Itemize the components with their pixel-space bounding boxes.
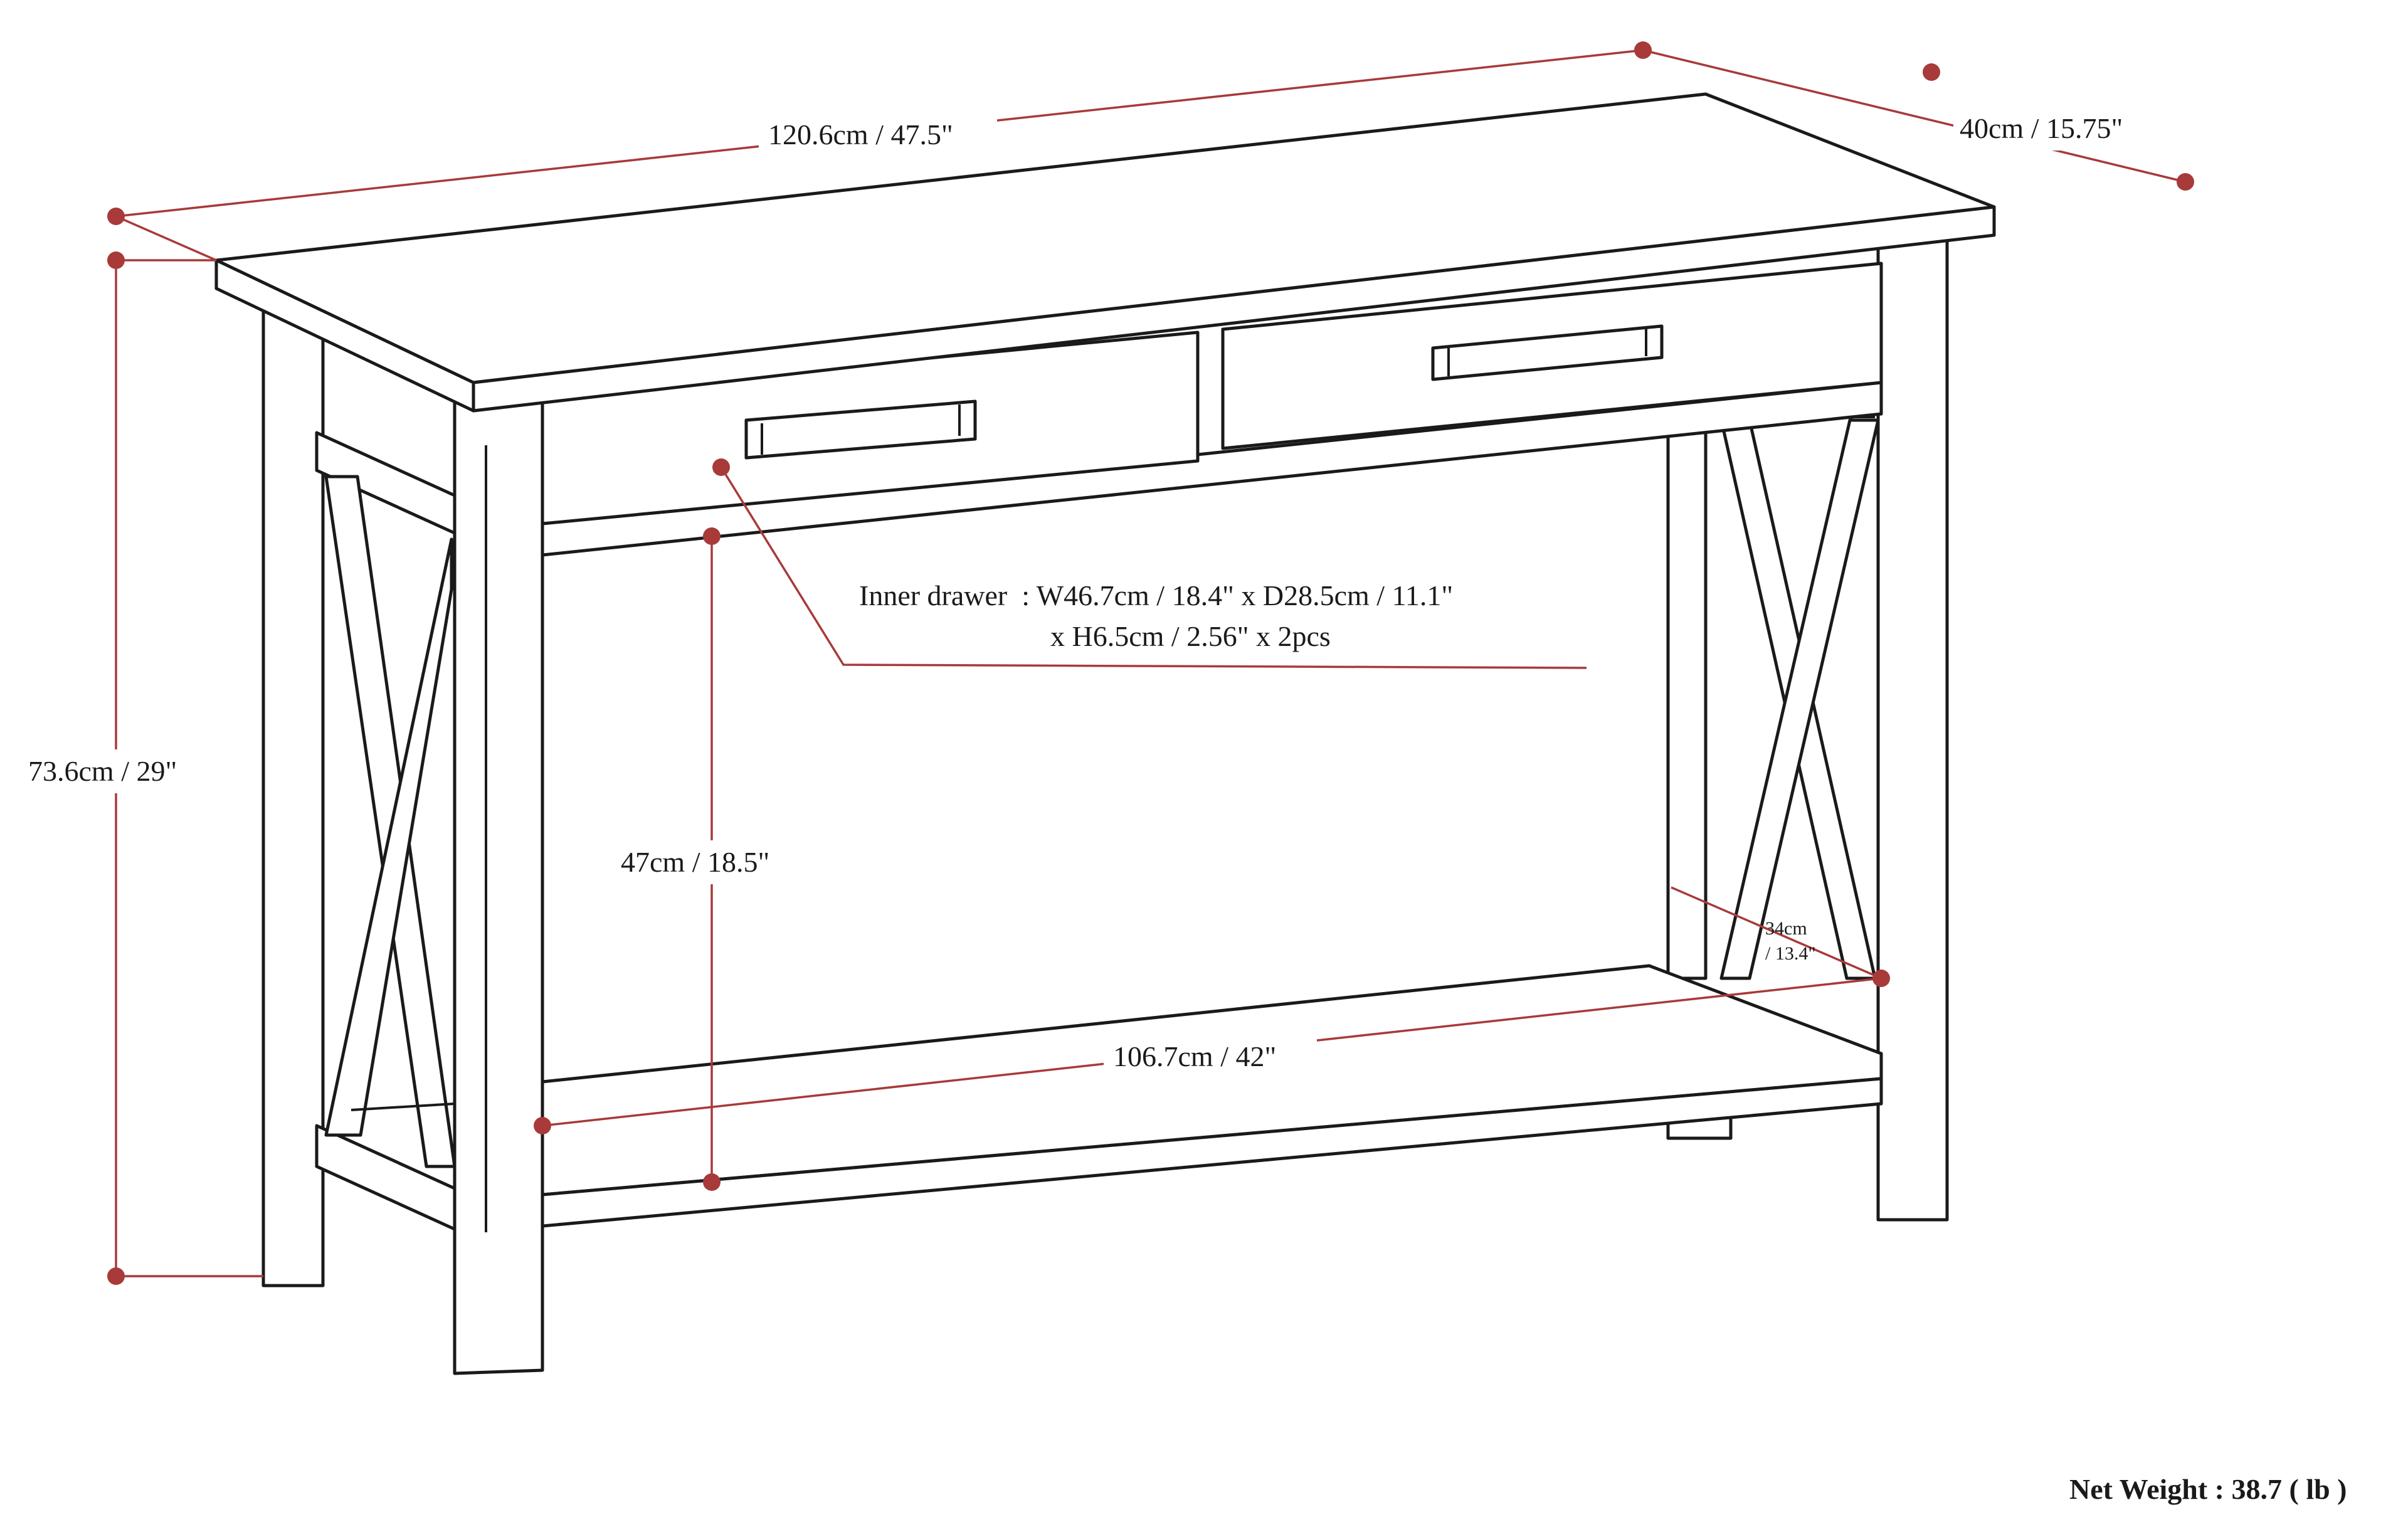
drawer-leader-line <box>720 467 1587 669</box>
dimension-dots <box>107 41 2194 1285</box>
right-drawer-handle <box>1431 324 1664 381</box>
right-side-x-brace <box>1666 416 1880 980</box>
depth-label: 40cm / 15.75" <box>1960 112 2123 144</box>
dimension-labels: 120.6cm / 47.5" 40cm / 15.75" 73.6cm / 2… <box>22 107 2347 1505</box>
depth-dimension-line <box>1642 49 2186 183</box>
inner-drawer-label-line2: x H6.5cm / 2.56" x 2pcs <box>1050 620 1331 652</box>
front-right-leg <box>1876 233 1949 1222</box>
front-left-leg <box>453 384 544 1375</box>
console-table-drawing <box>214 92 1996 1375</box>
shelf-depth-label-cm: 34cm <box>1765 918 1807 939</box>
shelf-width-label: 106.7cm / 42" <box>1113 1040 1276 1072</box>
tabletop <box>214 92 1996 413</box>
inner-drawer-label-line1: Inner drawer : W46.7cm / 18.4" x D28.5cm… <box>859 579 1453 611</box>
net-weight-label: Net Weight : 38.7 ( lb ) <box>2069 1473 2347 1505</box>
shelf-depth-label-in: / 13.4" <box>1765 943 1816 964</box>
shelf-depth-line <box>1671 886 1882 980</box>
drawer-right <box>1221 262 1883 450</box>
lower-shelf <box>541 964 1883 1228</box>
back-left-leg <box>261 287 325 1287</box>
overall-width-label: 120.6cm / 47.5" <box>768 119 953 151</box>
shelf-clearance-label: 47cm / 18.5" <box>621 846 769 878</box>
left-drawer-handle <box>744 399 977 460</box>
left-side-x-brace <box>315 431 457 1231</box>
overall-height-label: 73.6cm / 29" <box>28 755 177 787</box>
